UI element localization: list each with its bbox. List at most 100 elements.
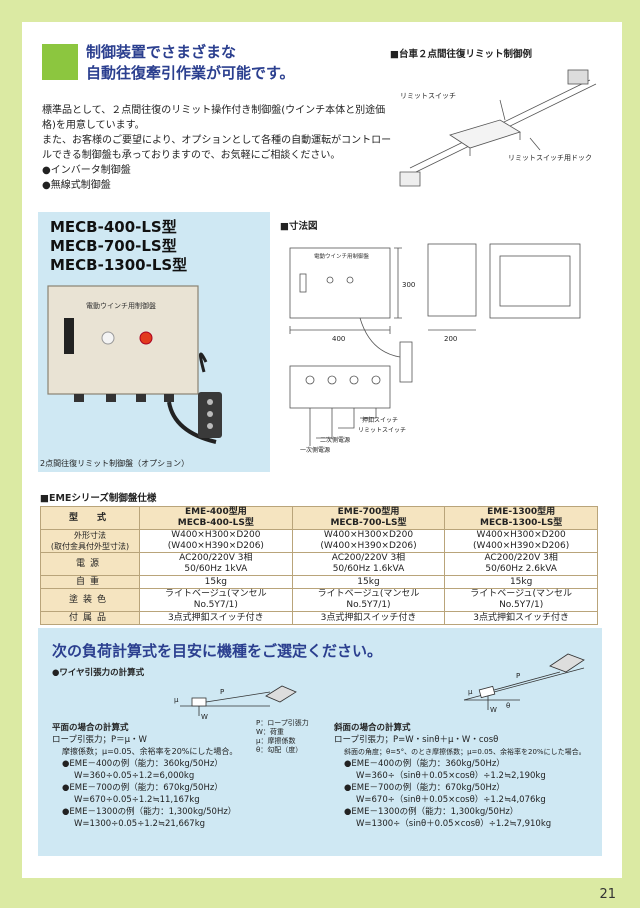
dim-panel-label: 電動ウインチ用制御盤 (314, 252, 370, 260)
table-cell: 3点式押釦スイッチ付き (291, 611, 446, 625)
model-700: MECB-700-LS型 (50, 237, 177, 255)
flat-formula: ロープ引張力；P＝μ・W (52, 735, 147, 745)
spec-label-power: 電源 (40, 552, 140, 576)
spec-col-400-l2: MECB-400-LS型 (177, 518, 254, 528)
flat-calc-700: W=670÷0.05÷1.2≒11,167kg (74, 795, 200, 805)
dimension-drawing: 電動ウインチ用制御盤 400 300 200 押釦スイッチ リミットスイッチ 二… (289, 243, 581, 454)
slope-calc-1300: W=1300÷（sinθ＋0.05×cosθ）÷1.2≒7,910kg (356, 819, 552, 829)
right-border (622, 0, 640, 908)
svg-text:W: W (201, 713, 208, 720)
cell-line: (W400×H390×D206) (167, 541, 264, 551)
dim-width: 400 (332, 335, 345, 343)
cell-line: (W400×H390×D206) (320, 541, 417, 551)
dim-label-limit: リミットスイッチ (358, 427, 406, 434)
slope-formula: ロープ引張力；P=W・sinθ＋μ・W・cosθ (334, 735, 499, 745)
cell-line: 50/60Hz 1kVA (184, 564, 248, 574)
svg-text:P: P (220, 688, 224, 696)
slope-example-400: ●EME－400の例（能力：360kg/50Hz） (344, 759, 505, 769)
page-number: 21 (599, 887, 616, 902)
bottom-border (0, 878, 640, 908)
spec-label-dimensions: 外形寸法(取付金具付外型寸法) (40, 529, 140, 553)
flat-example-700: ●EME－700の例（能力：670kg/50Hz） (62, 783, 223, 793)
wire-title: ●ワイヤ引張力の計算式 (52, 668, 145, 678)
spec-label-dimensions-main: 外形寸法 (74, 531, 106, 540)
intro-paragraph-2: また、お客様のご要望により、オプションとして各種の自動運転がコントロールできる制… (42, 135, 392, 161)
flat-example-400: ●EME－400の例（能力：360kg/50Hz） (62, 759, 223, 769)
legend-w: W：荷重 (256, 728, 284, 736)
label-limit-dog: リミットスイッチ用ドック (508, 154, 592, 162)
left-border (0, 0, 22, 908)
photo-panel-label: 電動ウインチ用制御盤 (86, 301, 156, 310)
svg-text:μ: μ (174, 696, 179, 704)
table-cell: ライトベージュ(マンセルNo.5Y7/1) (139, 588, 293, 612)
slope-calc: 斜面の場合の計算式 ロープ引張力；P=W・sinθ＋μ・W・cosθ 斜面の角度… (334, 722, 598, 830)
table-cell: ライトベージュ(マンセルNo.5Y7/1) (444, 588, 598, 612)
top-border (0, 0, 640, 22)
slope-calc-400: W=360÷（sinθ＋0.05×cosθ）÷1.2≒2,190kg (356, 771, 546, 781)
rail-diagram: リミットスイッチ リミットスイッチ用ドック (399, 69, 597, 187)
intro-text: 標準品として、２点間往復のリミット操作付き制御盤(ウインチ本体と別途価格)を用意… (42, 103, 392, 193)
table-cell: 3点式押釦スイッチ付き (444, 611, 598, 625)
spec-row-dimensions: 外形寸法(取付金具付外型寸法) W400×H300×D200(W400×H390… (40, 529, 598, 553)
spec-col-1300-l2: MECB-1300-LS型 (480, 518, 563, 528)
intro-paragraph-1: 標準品として、２点間往復のリミット操作付き制御盤(ウインチ本体と別途価格)を用意… (42, 105, 386, 131)
calc-title: 次の負荷計算式を目安に機種をご選定ください。 (52, 642, 383, 660)
spec-row-paint: 塗装色 ライトベージュ(マンセルNo.5Y7/1) ライトベージュ(マンセルNo… (40, 588, 598, 612)
svg-text:μ: μ (468, 688, 473, 696)
cell-line: 50/60Hz 2.6kVA (485, 564, 557, 574)
spec-label-accessory: 付属品 (40, 611, 140, 625)
bullet-wireless: ●無線式制御盤 (42, 180, 111, 191)
flat-calc-1300: W=1300÷0.05÷1.2≒21,667kg (74, 819, 206, 829)
model-list: MECB-400-LS型 MECB-700-LS型 MECB-1300-LS型 (50, 218, 187, 275)
slope-diagram: P W θ μ (463, 653, 585, 714)
calc-box (38, 628, 602, 856)
table-cell: 15kg (291, 575, 446, 589)
svg-text:θ: θ (506, 702, 510, 710)
spec-col-label: 型 式 (40, 506, 140, 530)
rail-diagram-title: ■台車２点間往復リミット制御例 (390, 49, 532, 60)
spec-row-accessory: 付属品 3点式押釦スイッチ付き 3点式押釦スイッチ付き 3点式押釦スイッチ付き (40, 611, 598, 625)
table-cell: W400×H300×D200(W400×H390×D206) (139, 529, 293, 553)
flat-calc: 平面の場合の計算式 ロープ引張力；P＝μ・W 摩擦係数；μ=0.05、余裕率を2… (52, 722, 342, 830)
spec-label-paint: 塗装色 (40, 588, 140, 612)
spec-col-1300-l1: EME-1300型用 (487, 507, 556, 517)
table-cell: W400×H300×D200(W400×H390×D206) (444, 529, 598, 553)
legend-theta: θ：勾配（度） (256, 746, 303, 754)
table-cell: 15kg (139, 575, 293, 589)
cell-line: AC200/220V 3相 (484, 553, 558, 563)
dim-depth: 200 (444, 335, 457, 343)
spec-label-weight: 自重 (40, 575, 140, 589)
slope-example-1300: ●EME－1300の例（能力：1,300kg/50Hz） (344, 807, 519, 817)
cell-line: W400×H300×D200 (171, 530, 261, 540)
flat-calc-400: W=360÷0.05÷1.2=6,000kg (74, 771, 195, 781)
cell-line: W400×H300×D200 (323, 530, 414, 540)
spec-row-weight: 自重 15kg 15kg 15kg (40, 575, 598, 589)
control-panel-photo: 電動ウインチ用制御盤 (47, 285, 222, 444)
flat-head: 平面の場合の計算式 (52, 723, 129, 733)
slope-example-700: ●EME－700の例（能力：670kg/50Hz） (344, 783, 505, 793)
bullet-inverter: ●インバータ制御盤 (42, 165, 131, 176)
headline-line-2: 自動往復牽引作業が可能です。 (86, 64, 295, 82)
table-cell: ライトベージュ(マンセルNo.5Y7/1) (291, 588, 446, 612)
spec-col-700-l2: MECB-700-LS型 (330, 518, 407, 528)
spec-col-700-l1: EME-700型用 (337, 507, 400, 517)
dim-height: 300 (402, 281, 415, 289)
spec-col-400-l1: EME-400型用 (184, 507, 247, 517)
cell-line: W400×H300×D200 (476, 530, 566, 540)
cell-line: (W400×H390×D206) (473, 541, 570, 551)
dim-label-first: 一次側電源 (300, 446, 330, 454)
dimension-title: ■寸法図 (280, 221, 318, 232)
legend-p: P：ロープ引張力 (256, 719, 309, 727)
dim-label-second: 二次側電源 (320, 436, 350, 444)
cell-line: AC200/220V 3相 (179, 553, 253, 563)
flat-diagram: μ W P (174, 685, 297, 720)
page-headline: 制御装置でさまざまな 自動往復牽引作業が可能です。 (86, 42, 295, 84)
table-cell: W400×H300×D200(W400×H390×D206) (291, 529, 446, 553)
